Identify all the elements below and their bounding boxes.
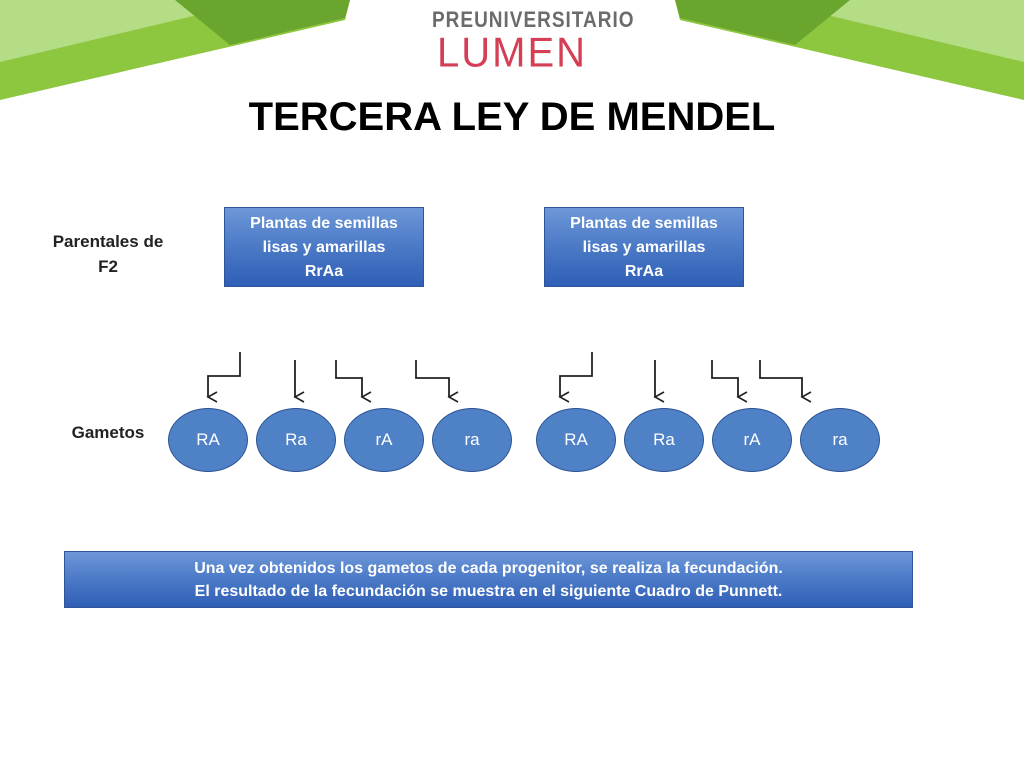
parent-right-line2: lisas y amarillas bbox=[582, 239, 706, 256]
parents-label: Parentales de F2 bbox=[52, 232, 164, 276]
gamete-left-Ra: Ra bbox=[256, 408, 336, 472]
gamete-left-ra: ra bbox=[432, 408, 512, 472]
gamete-left-rA: rA bbox=[344, 408, 424, 472]
gamete-right-ra: ra bbox=[800, 408, 880, 472]
gametes-label: Gametos bbox=[71, 423, 145, 442]
explanation-line2: El resultado de la fecundación se muestr… bbox=[194, 583, 783, 600]
gamete-right-Ra: Ra bbox=[624, 408, 704, 472]
parent-right-genotype: RrAa bbox=[624, 263, 664, 280]
parent-left-line1: Plantas de semillas bbox=[250, 215, 398, 232]
parent-box-right: Plantas de semillas lisas y amarillas Rr… bbox=[544, 207, 744, 287]
parent-left-genotype: RrAa bbox=[304, 263, 344, 280]
arrow-right-1 bbox=[558, 352, 593, 403]
arrow-right-4 bbox=[759, 360, 812, 403]
header-decoration bbox=[0, 0, 1024, 100]
gamete-left-RA: RA bbox=[168, 408, 248, 472]
gamete-right-rA: rA bbox=[712, 408, 792, 472]
arrow-left-1 bbox=[206, 352, 241, 403]
arrow-left-4 bbox=[415, 360, 459, 403]
arrow-right-3 bbox=[711, 360, 748, 403]
explanation-line1: Una vez obtenidos los gametos de cada pr… bbox=[194, 560, 783, 577]
arrow-left-3 bbox=[335, 360, 372, 403]
gamete-right-RA: RA bbox=[536, 408, 616, 472]
parent-right-line1: Plantas de semillas bbox=[570, 215, 718, 232]
slide-title: TERCERA LEY DE MENDEL bbox=[248, 95, 776, 139]
logo-bottom-text: LUMEN bbox=[436, 29, 588, 77]
parent-left-line2: lisas y amarillas bbox=[262, 239, 386, 256]
parent-box-left: Plantas de semillas lisas y amarillas Rr… bbox=[224, 207, 424, 287]
explanation-box: Una vez obtenidos los gametos de cada pr… bbox=[64, 551, 913, 608]
